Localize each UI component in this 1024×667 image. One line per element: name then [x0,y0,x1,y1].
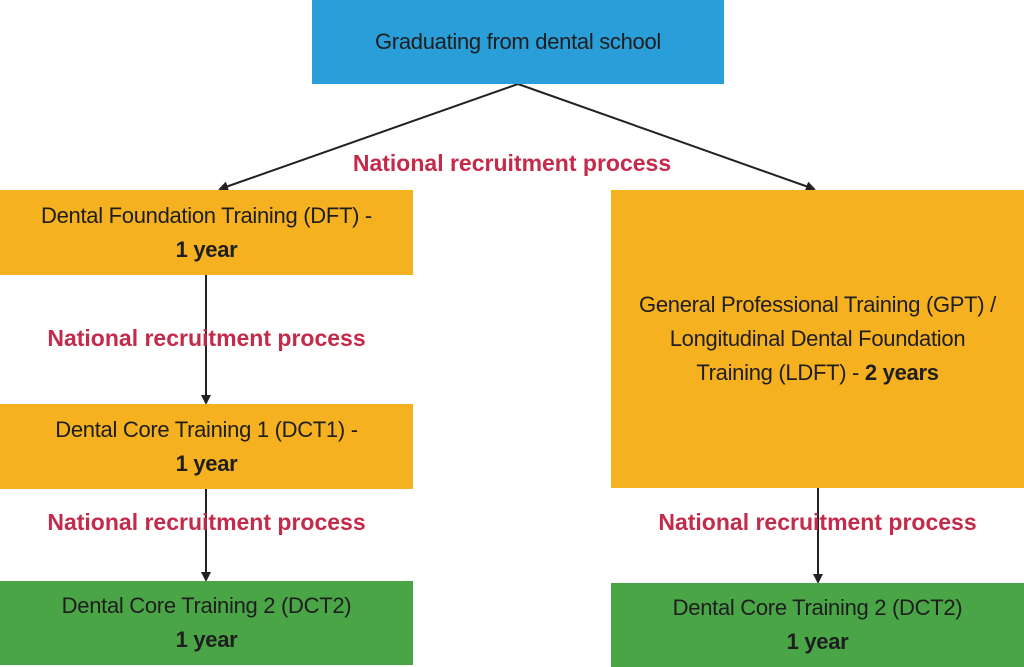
gpt-line1: General Professional Training (GPT) / [639,292,996,317]
graduating-box: Graduating from dental school [312,0,724,84]
process-label-left-2: National recruitment process [47,509,366,535]
gpt-box: General Professional Training (GPT) / Lo… [611,190,1024,488]
dct2-left-box: Dental Core Training 2 (DCT2) 1 year [0,581,413,665]
dft-title: Dental Foundation Training (DFT) - [41,202,372,228]
arrow-to-gpt [517,83,816,192]
dft-duration: 1 year [175,236,238,262]
process-label-right: National recruitment process [658,509,977,535]
gpt-line3: Training (LDFT) - [696,360,865,385]
dct2-left-duration: 1 year [175,627,238,652]
arrow-to-dft [218,83,519,192]
dct1-box: Dental Core Training 1 (DCT1) - 1 year [0,404,413,489]
gpt-line2: Longitudinal Dental Foundation [669,326,966,351]
process-label-left-1: National recruitment process [47,325,366,351]
dct2-left-title: Dental Core Training 2 (DCT2) [61,593,352,618]
dct1-duration: 1 year [175,450,238,476]
gpt-duration: 2 years [864,360,939,385]
dct2-right-duration: 1 year [786,629,849,654]
graduating-text: Graduating from dental school [374,29,662,54]
dft-box: Dental Foundation Training (DFT) - 1 yea… [0,190,413,275]
dct1-title: Dental Core Training 1 (DCT1) - [55,416,358,442]
dct2-right-title: Dental Core Training 2 (DCT2) [672,595,963,620]
dct2-right-box: Dental Core Training 2 (DCT2) 1 year [611,583,1024,667]
process-label-top: National recruitment process [352,150,672,176]
